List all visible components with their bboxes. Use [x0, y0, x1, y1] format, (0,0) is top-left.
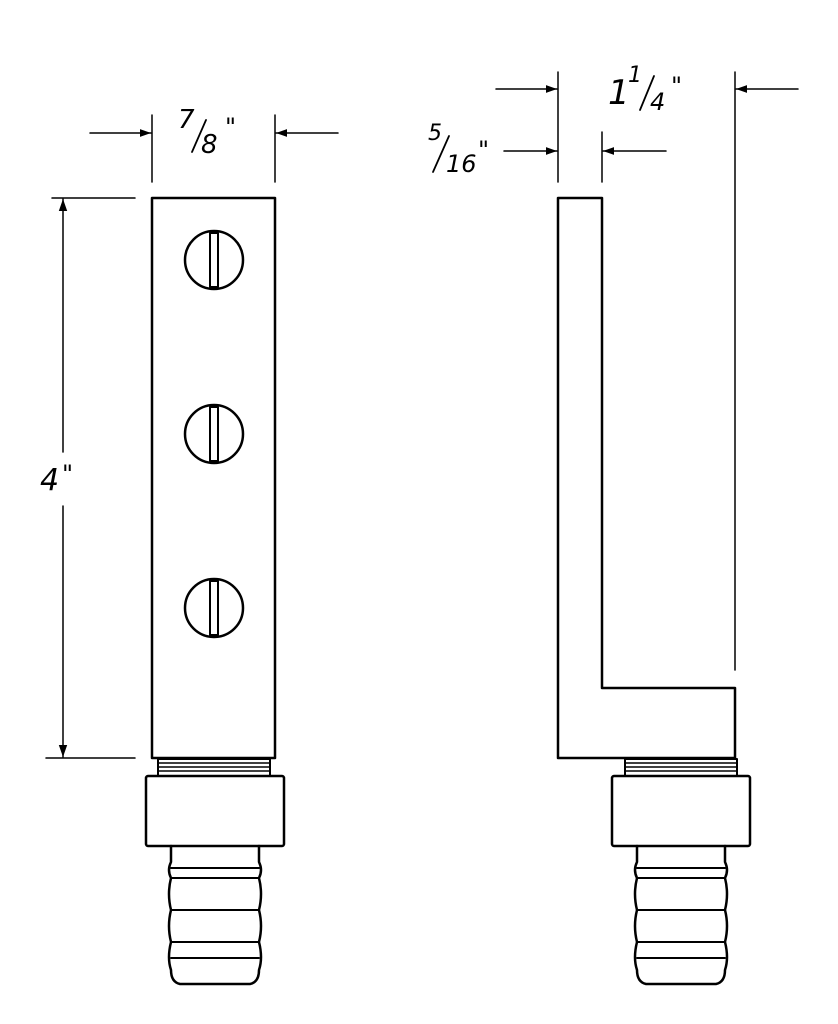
- front-height-value: 4: [40, 463, 59, 498]
- front-thread: [157, 758, 271, 777]
- screw-icon: [183, 403, 245, 465]
- side-thread: [624, 758, 738, 777]
- side-leaf-profile: [556, 196, 737, 760]
- front-view: 7 8 " 4 ": [40, 105, 339, 986]
- dimension-side-thickness: 5 16 ": [428, 121, 667, 178]
- side-depth-whole: 1: [608, 73, 630, 113]
- front-width-numerator: 7: [178, 105, 195, 135]
- side-view: 1 1 4 " 5 16 ": [428, 63, 799, 986]
- dimension-front-width: 7 8 ": [89, 105, 339, 183]
- front-collar: [144, 774, 286, 848]
- side-depth-unit: ": [671, 72, 682, 100]
- screw-icon: [183, 229, 245, 291]
- dimension-side-depth: 1 1 4 ": [495, 63, 799, 116]
- screw-icon: [183, 577, 245, 639]
- side-depth-numerator: 1: [628, 63, 642, 88]
- dimension-front-height: 4 ": [40, 197, 136, 759]
- front-width-unit: ": [225, 113, 236, 141]
- front-pin: [167, 844, 263, 986]
- side-collar: [610, 774, 752, 848]
- front-height-unit: ": [62, 460, 73, 488]
- side-thickness-denominator: 16: [446, 150, 477, 178]
- side-thickness-numerator: 5: [428, 121, 442, 146]
- side-depth-denominator: 4: [650, 88, 665, 116]
- front-width-denominator: 8: [201, 130, 218, 160]
- side-thickness-unit: ": [478, 136, 489, 164]
- front-leaf-plate: [150, 196, 277, 760]
- side-pin: [633, 844, 729, 986]
